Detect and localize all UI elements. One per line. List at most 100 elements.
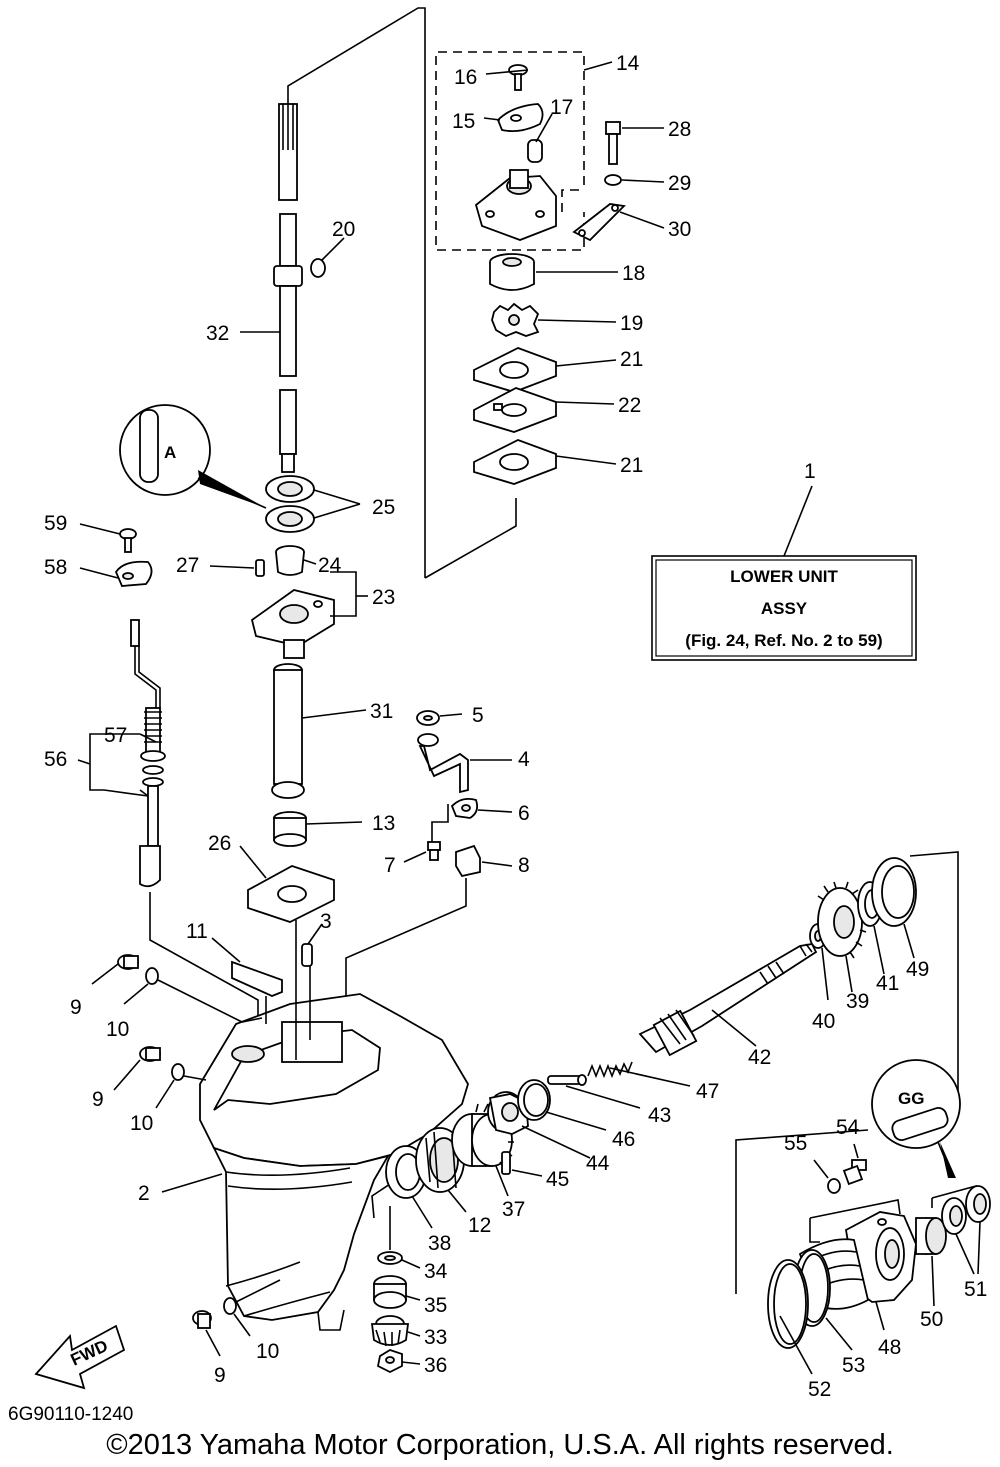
callout-29: 29 <box>668 172 691 195</box>
water-inlet-part-8 <box>455 844 481 878</box>
callout-42: 42 <box>748 1046 771 1069</box>
bracket-part-30 <box>572 203 626 242</box>
bolt-part-7 <box>427 841 441 861</box>
callout-31: 31 <box>370 700 393 723</box>
anode-part-11 <box>231 960 283 997</box>
figure-code: 6G90110-1240 <box>8 1404 133 1425</box>
pump-plate-part-15 <box>496 103 544 133</box>
callout-40: 40 <box>812 1010 835 1033</box>
bushing-part-24 <box>275 545 305 576</box>
callout-9-a: 9 <box>70 996 82 1019</box>
callout-52: 52 <box>808 1378 831 1401</box>
pump-kit-bracket <box>435 51 585 251</box>
callout-24: 24 <box>318 554 342 577</box>
pump-kit-bracket-step <box>561 189 584 212</box>
washer-part-10-b <box>171 1063 185 1081</box>
callout-2: 2 <box>138 1182 150 1205</box>
grease-symbol-gg: GG <box>871 1059 961 1178</box>
pinion-gear-part-33 <box>370 1315 410 1347</box>
callout-23: 23 <box>372 586 395 609</box>
callout-36: 36 <box>424 1354 447 1377</box>
impeller-part-19 <box>491 302 540 338</box>
callout-1: 1 <box>804 460 816 483</box>
propeller-shaft-part-42 <box>638 943 818 1057</box>
callout-28: 28 <box>668 118 691 141</box>
bolt-part-54 <box>842 1159 867 1186</box>
callout-45: 45 <box>546 1168 569 1191</box>
needle-bearing-part-13 <box>273 811 307 847</box>
grease-symbol-a-label: A <box>164 443 176 462</box>
pump-group-line <box>424 498 517 579</box>
key-part-20 <box>310 258 326 278</box>
dog-clutch-part-44 <box>487 1091 529 1135</box>
callout-48: 48 <box>878 1336 901 1359</box>
callout-8: 8 <box>518 854 530 877</box>
callout-41: 41 <box>876 972 899 995</box>
grease-symbol-gg-label: GG <box>898 1089 924 1108</box>
spring-part-47 <box>587 1061 633 1079</box>
needle-bearing-part-50 <box>915 1217 947 1255</box>
grease-symbol-a: A <box>119 404 267 509</box>
shift-rod-part-56 <box>130 619 166 888</box>
propeller-shaft-housing-part-48 <box>798 1211 917 1310</box>
shift-rod-lever-part-58 <box>114 560 153 587</box>
callout-47: 47 <box>696 1080 719 1103</box>
bolt-part-9-c <box>192 1310 212 1329</box>
callout-39: 39 <box>846 990 869 1013</box>
screw-part-59 <box>119 528 137 553</box>
callout-21-b: 21 <box>620 454 643 477</box>
water-tube-part-31 <box>271 663 305 799</box>
outer-plate-part-22 <box>473 387 557 433</box>
callout-21-a: 21 <box>620 348 643 371</box>
insert-cartridge-part-18 <box>489 253 535 291</box>
callout-53: 53 <box>842 1354 865 1377</box>
drive-shaft-part-32 <box>273 103 303 473</box>
oil-seal-housing-part-23 <box>250 589 335 659</box>
pump-housing <box>474 169 557 241</box>
lower-casing-part-2 <box>199 993 469 1331</box>
assy-line-1: LOWER UNIT <box>730 567 838 586</box>
callout-43: 43 <box>648 1104 671 1127</box>
shift-plunger-part-43 <box>547 1074 587 1086</box>
callout-18: 18 <box>622 262 645 285</box>
callout-50: 50 <box>920 1308 943 1331</box>
bolt-part-9-b <box>139 1046 161 1062</box>
callout-46: 46 <box>612 1128 635 1151</box>
callout-56: 56 <box>44 748 67 771</box>
callout-7: 7 <box>384 854 396 877</box>
callout-9-c: 9 <box>214 1364 226 1387</box>
callout-11: 11 <box>186 920 208 943</box>
gasket-part-21-lower <box>473 439 557 485</box>
bolt-part-9-a <box>117 954 139 970</box>
callout-10-a: 10 <box>106 1018 129 1041</box>
callout-35: 35 <box>424 1294 447 1317</box>
driveshaft-group-line <box>287 7 426 578</box>
o-ring-part-52 <box>767 1259 809 1349</box>
callout-15: 15 <box>452 110 475 133</box>
callout-33: 33 <box>424 1326 447 1349</box>
callout-32: 32 <box>206 322 229 345</box>
callout-26: 26 <box>208 832 231 855</box>
callout-30: 30 <box>668 218 691 241</box>
callout-20: 20 <box>332 218 355 241</box>
dowel-part-27 <box>255 559 265 577</box>
oil-seal-part-51 <box>941 1185 991 1235</box>
bearing-part-25 <box>265 475 315 533</box>
callout-10-b: 10 <box>130 1112 153 1135</box>
ball-bearing-part-49 <box>871 857 917 927</box>
forward-arrow-icon: FWD <box>34 1324 126 1390</box>
callout-3: 3 <box>320 910 332 933</box>
callout-59: 59 <box>44 512 67 535</box>
callout-14: 14 <box>616 52 640 75</box>
callout-17: 17 <box>550 96 573 119</box>
callout-38: 38 <box>428 1232 451 1255</box>
copyright-notice: ©2013 Yamaha Motor Corporation, U.S.A. A… <box>106 1429 894 1461</box>
washer-part-10-a <box>145 967 159 985</box>
callout-27: 27 <box>176 554 199 577</box>
callout-12: 12 <box>468 1214 491 1237</box>
dowel-part-3 <box>301 943 313 967</box>
gasket-part-26 <box>247 865 335 923</box>
screw-part-16 <box>508 64 528 91</box>
callout-4: 4 <box>518 748 530 771</box>
